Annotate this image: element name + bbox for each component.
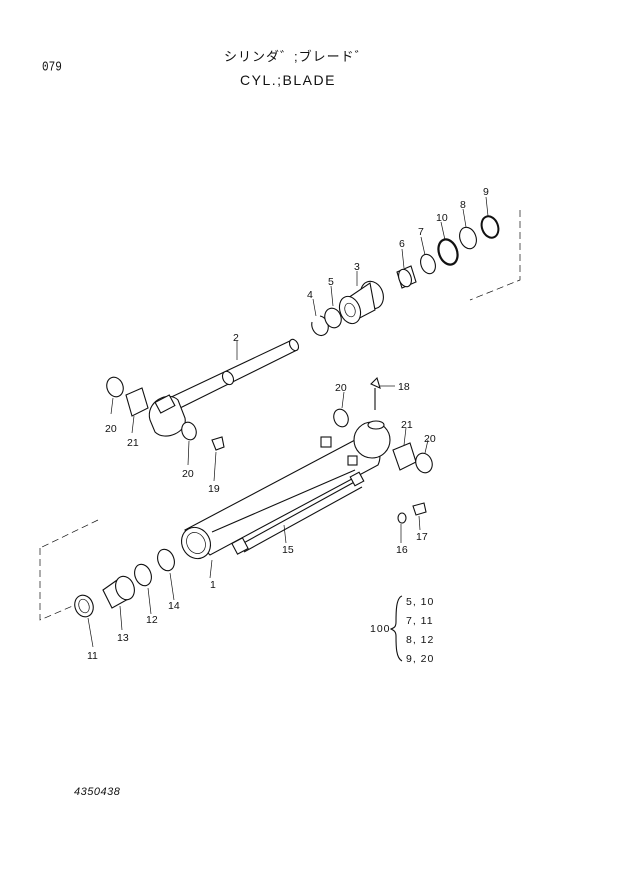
- bushing-part-21-head: [392, 442, 417, 471]
- callout-12: 12: [146, 614, 158, 626]
- title-japanese: シリンダ゛;ブレード゛: [224, 49, 369, 64]
- callout-13: 13: [117, 632, 129, 644]
- callout-20-head: 20: [335, 382, 347, 394]
- callout-7: 7: [418, 226, 424, 238]
- callout-labels: 1 2 3 4 5 6 7 8 9 10 11 12 13 14 15 16 1…: [87, 186, 489, 662]
- rings-and-seals: [311, 215, 500, 336]
- callout-1: 1: [210, 579, 216, 591]
- head-end-parts: [333, 376, 433, 474]
- kit-item-4: 9, 20: [406, 653, 434, 665]
- callout-18: 18: [398, 381, 410, 393]
- nut-part-11: [74, 594, 94, 618]
- washer-part-16: [397, 512, 407, 524]
- callout-14: 14: [168, 600, 180, 612]
- leader-lines: [87, 196, 489, 648]
- callout-21-rod: 21: [127, 437, 139, 449]
- grease-nipple-part-18: [370, 376, 381, 389]
- callout-2: 2: [233, 332, 239, 344]
- backup-ring-part-8: [459, 226, 477, 250]
- mounting-hardware: [397, 502, 427, 524]
- piston-parts: [74, 548, 175, 618]
- ring-part-12: [134, 563, 152, 587]
- callout-11: 11: [87, 650, 98, 662]
- title-english: CYL.;BLADE: [240, 72, 336, 88]
- callout-4: 4: [307, 289, 313, 301]
- seal-part-20-lower: [181, 421, 197, 441]
- grease-nipple-part-19: [211, 436, 225, 451]
- seal-part-7: [420, 253, 436, 275]
- kit-label: 100: [370, 623, 391, 635]
- callout-8: 8: [460, 199, 466, 211]
- seal-part-20-right: [415, 452, 433, 474]
- callout-10: 10: [436, 212, 448, 224]
- cylinder-tube-part-1: [180, 420, 391, 560]
- wiper-part-9: [480, 215, 500, 239]
- callout-21-head: 21: [401, 419, 413, 431]
- callout-9: 9: [483, 186, 489, 198]
- callout-20-lower: 20: [182, 468, 194, 480]
- drawing-number: 4350438: [74, 786, 121, 798]
- kit-item-1: 5, 10: [406, 596, 434, 608]
- seal-part-20-head: [333, 408, 349, 428]
- o-ring-part-10: [437, 238, 459, 266]
- callout-15: 15: [282, 544, 294, 556]
- callout-17: 17: [416, 531, 428, 543]
- pipe-part-15: [211, 469, 365, 555]
- page-number: 079: [42, 60, 62, 76]
- callout-6: 6: [399, 238, 405, 250]
- rod-head-part-3: [338, 280, 384, 325]
- callout-19: 19: [208, 483, 220, 495]
- cushion-part-14: [157, 548, 175, 572]
- assembly-guide-lines: [39, 210, 521, 621]
- bushing-part-21-rod: [125, 387, 149, 417]
- repair-kit-list: 100 5, 10 7, 11 8, 12 9, 20: [370, 595, 434, 665]
- seal-part-20-rod: [106, 376, 124, 398]
- callout-20-right: 20: [424, 433, 436, 445]
- rod-end-parts: [106, 376, 225, 451]
- ring-part-5: [324, 307, 342, 329]
- bolt-part-17: [412, 502, 427, 516]
- callout-16: 16: [396, 544, 408, 556]
- callout-20-rod: 20: [105, 423, 117, 435]
- callout-3: 3: [354, 261, 360, 273]
- callout-5: 5: [328, 276, 334, 288]
- kit-item-3: 8, 12: [406, 634, 434, 646]
- kit-item-2: 7, 11: [406, 615, 434, 627]
- piston-rod-part-2: [148, 338, 300, 437]
